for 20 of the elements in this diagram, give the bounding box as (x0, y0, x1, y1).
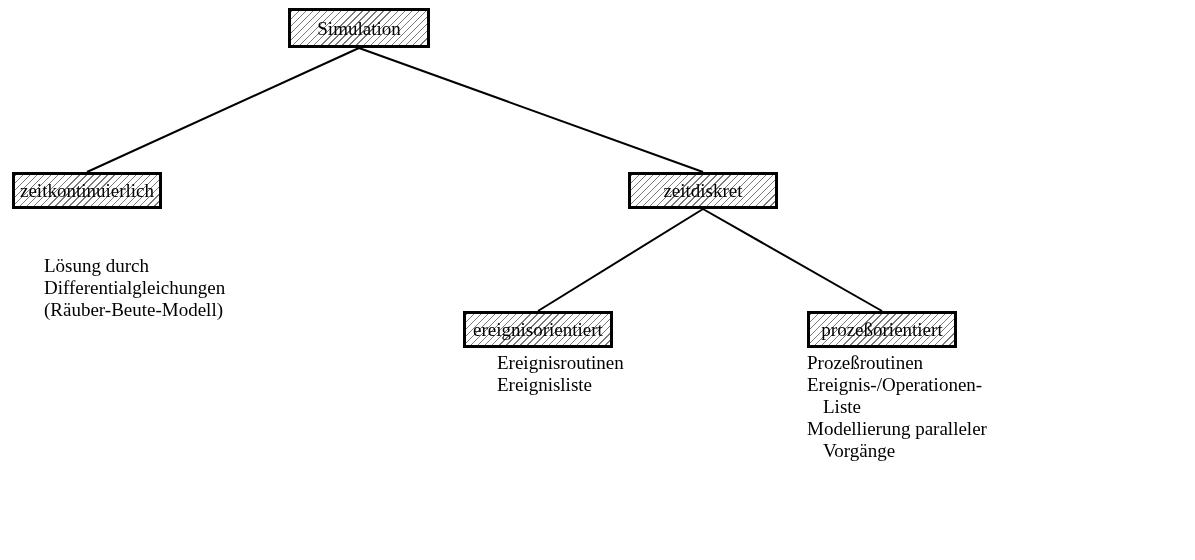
connector-line (537, 208, 704, 312)
description-text: Ereignisroutinen (497, 352, 625, 374)
description-text: Ereignisliste (497, 374, 593, 396)
connector-line (702, 208, 883, 312)
node-label: zeitkontinuierlich (20, 181, 154, 200)
hatched-box (463, 311, 613, 348)
description-text: Prozeßroutinen (807, 352, 925, 374)
hatched-box (807, 311, 957, 348)
description-text: Ereignis-/Operationen-Liste (807, 374, 984, 418)
connector-line (86, 47, 360, 173)
node-label: Simulation (317, 18, 401, 38)
hatched-box (628, 172, 778, 209)
description-text: Lösung durch Differentialgleichungen (Räuber-Beute-Modell) (44, 255, 227, 321)
hatched-box (12, 172, 162, 209)
node-label: zeitdiskret (663, 181, 743, 200)
hatched-box (288, 8, 430, 48)
node-label: ereignisorientiert (473, 320, 603, 339)
node-label: prozeßorientiert (821, 320, 943, 339)
description-text: Modellierung paralleler Vorgänge (807, 418, 988, 462)
connector-line (358, 47, 704, 173)
